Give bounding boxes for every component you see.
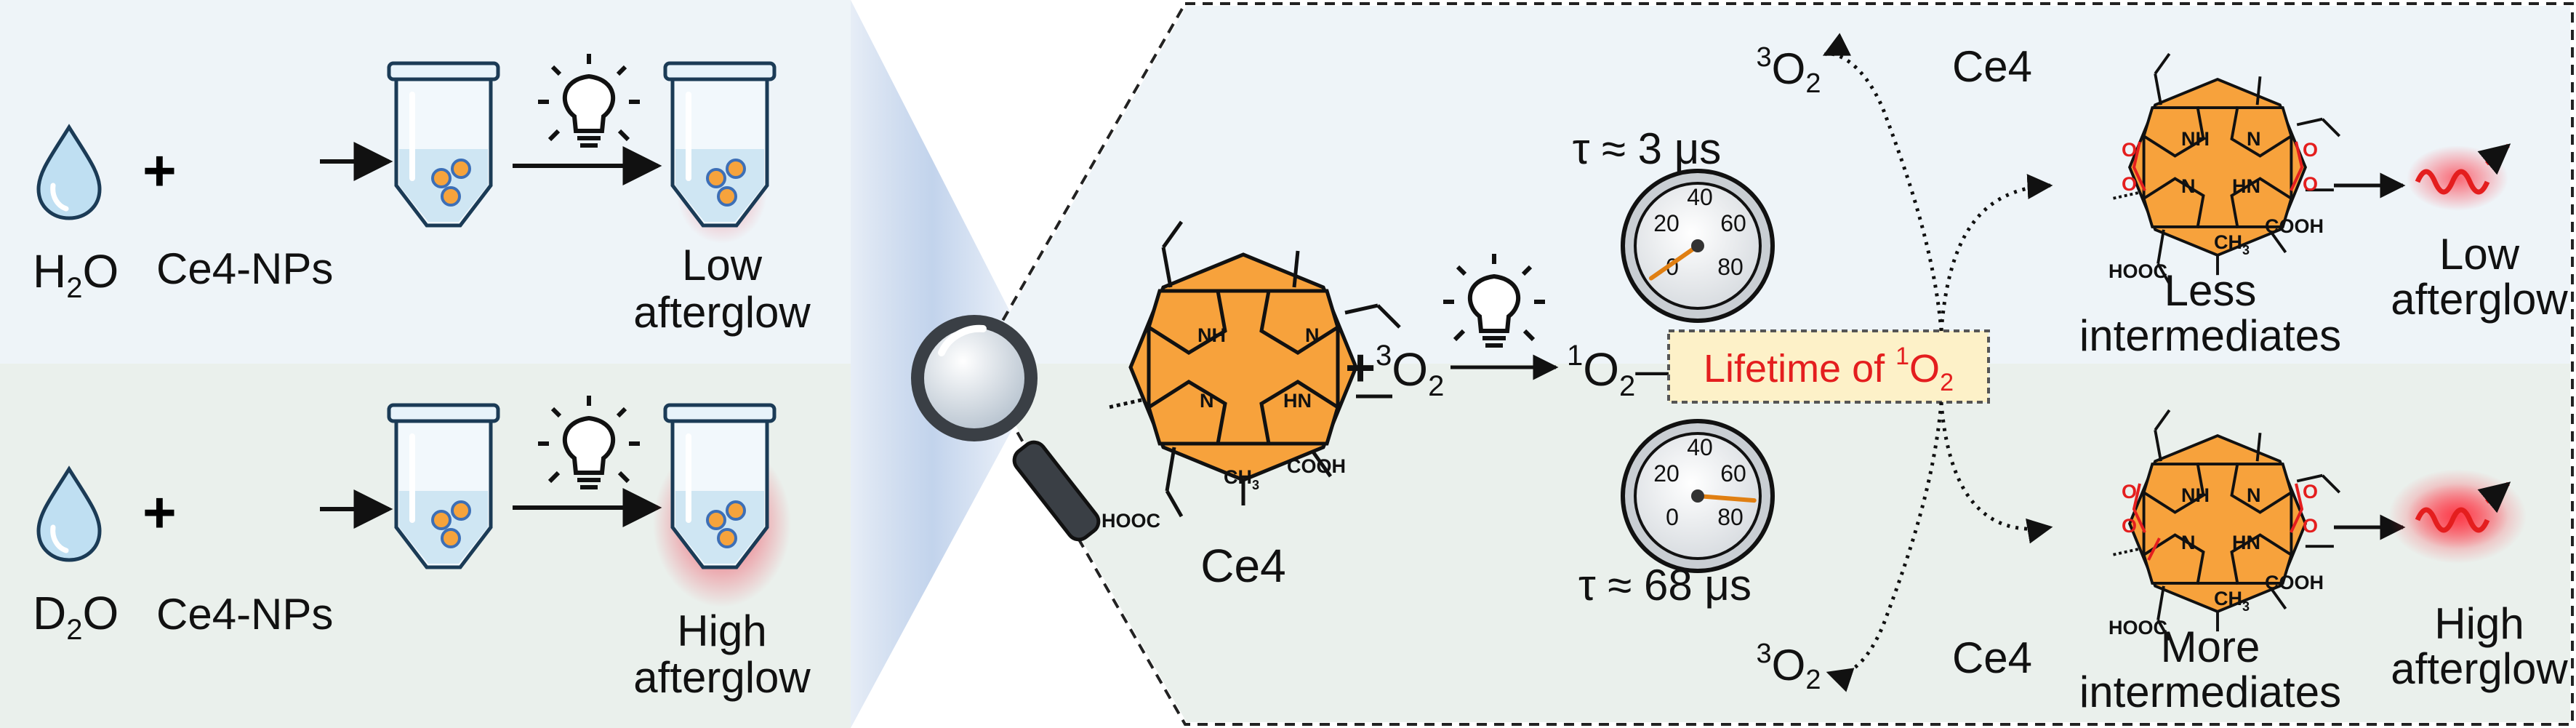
n-label: N — [2247, 128, 2261, 150]
peroxide-o: O — [2122, 139, 2137, 161]
particle-label-bottom: Ce4-NPs — [156, 590, 333, 639]
peroxide-o: O — [2122, 481, 2137, 503]
tick-label: 80 — [1717, 254, 1744, 280]
result-label-top-2: afterglow — [633, 288, 811, 337]
hooc-label: HOOC — [1102, 510, 1160, 532]
peroxide-o: O — [2303, 481, 2318, 503]
ch3-label: CH3 — [2214, 231, 2250, 257]
cooh-label: COOH — [1287, 455, 1346, 477]
intermediates-top-1: Less — [2164, 266, 2257, 315]
tick-label: 0 — [1666, 504, 1679, 530]
solvent-label-top: H2O — [33, 245, 119, 304]
ce4-label: Ce4 — [1200, 540, 1285, 592]
stopwatch-needle — [1696, 494, 1757, 503]
tick-label: 60 — [1720, 460, 1746, 487]
tube-particle — [706, 168, 726, 188]
result-label-bottom-2: afterglow — [633, 653, 811, 702]
outcome-bottom-2: afterglow — [2391, 644, 2568, 693]
tube-particle — [431, 168, 452, 188]
peroxide-o: O — [2303, 515, 2318, 537]
reaction-arrow-top — [1939, 174, 2053, 332]
lifetime-label: Lifetime of 1O2 — [1704, 343, 1954, 396]
decay-arrow-bottom — [1826, 401, 1943, 692]
glow-wave-icon — [2407, 143, 2511, 211]
result-label-bottom-1: High — [677, 607, 766, 655]
ce4-regenerated-bottom: Ce4 — [1952, 633, 2032, 682]
n-label: N — [2247, 484, 2261, 506]
particle-label-top: Ce4-NPs — [156, 244, 333, 293]
tick-label: 80 — [1717, 504, 1744, 530]
n-label: N — [2181, 175, 2196, 197]
detail-frame — [976, 2, 2574, 726]
hooc-label: HOOC — [2108, 617, 2167, 639]
hn-label: HN — [1283, 390, 1312, 412]
result-label-top-1: Low — [682, 241, 763, 289]
tick-label: 40 — [1687, 184, 1713, 210]
nh-label: NH — [1197, 324, 1226, 346]
stopwatch-icon: 0 20 40 60 80 — [1621, 169, 1775, 323]
hn-label: HN — [2232, 175, 2260, 197]
outcome-top-2: afterglow — [2391, 275, 2568, 324]
tube-particle — [441, 528, 461, 548]
tube-particle — [717, 528, 737, 548]
peroxide-o: O — [2122, 515, 2137, 537]
intermediates-bottom-1: More — [2161, 623, 2260, 671]
ce4-regenerated-top: Ce4 — [1952, 42, 2032, 91]
detail-top-background — [980, 6, 2570, 364]
tube-particle — [726, 500, 746, 521]
tube-particle — [726, 159, 746, 179]
oxygen-reactant: +3O2 — [1345, 339, 1444, 402]
nh-label: NH — [2181, 128, 2210, 150]
plus-sign: + — [143, 138, 177, 203]
lifetime-top: τ ≈ 3 μs — [1573, 124, 1722, 173]
hn-label: HN — [2232, 532, 2260, 553]
tube-particle — [706, 510, 726, 530]
stopwatch-needle — [1649, 244, 1700, 281]
outcome-bottom-1: High — [2434, 599, 2524, 648]
lifetime-bottom: τ ≈ 68 μs — [1578, 561, 1752, 609]
ch3-label: CH3 — [1224, 466, 1259, 492]
hooc-label: HOOC — [2108, 260, 2167, 282]
tube-particle — [451, 500, 471, 521]
tube-particle — [441, 186, 461, 207]
outcome-top-1: Low — [2439, 230, 2520, 279]
tick-label: 40 — [1687, 434, 1713, 460]
solvent-label-bottom: D2O — [33, 587, 119, 646]
peroxide-o: O — [2303, 173, 2318, 195]
ch3-label: CH3 — [2214, 588, 2250, 614]
tube-particle — [431, 510, 452, 530]
peroxide-groups-top — [2132, 141, 2304, 191]
triplet-oxygen-bottom: 3O2 — [1757, 639, 1821, 695]
cooh-label: COOH — [2265, 572, 2324, 593]
cooh-label: COOH — [2265, 215, 2324, 237]
tick-label: 20 — [1653, 460, 1680, 487]
tube-particle — [717, 186, 737, 207]
nh-label: NH — [2181, 484, 2210, 506]
magnifier-icon — [911, 315, 1101, 542]
n-label: N — [1200, 390, 1214, 412]
n-label: N — [1305, 324, 1320, 346]
peroxide-o: O — [2303, 139, 2318, 161]
triplet-oxygen-top: 3O2 — [1757, 42, 1821, 99]
glow-wave-icon — [2388, 469, 2527, 564]
tick-label: 60 — [1720, 210, 1746, 236]
stopwatch-icon: 0 20 40 60 80 — [1621, 419, 1775, 573]
decay-arrow-top — [1822, 33, 1943, 332]
intermediates-top-2: intermediates — [2079, 311, 2341, 360]
n-label: N — [2181, 532, 2196, 553]
peroxide-groups-bottom — [2132, 483, 2304, 561]
peroxide-o: O — [2122, 173, 2137, 195]
tube-particle — [451, 159, 471, 179]
intermediates-bottom-2: intermediates — [2079, 668, 2341, 716]
reaction-arrow-bottom — [1939, 401, 2053, 544]
lifetime-box — [1667, 329, 1990, 404]
plus-sign: + — [143, 480, 177, 545]
tick-label: 20 — [1653, 210, 1680, 236]
